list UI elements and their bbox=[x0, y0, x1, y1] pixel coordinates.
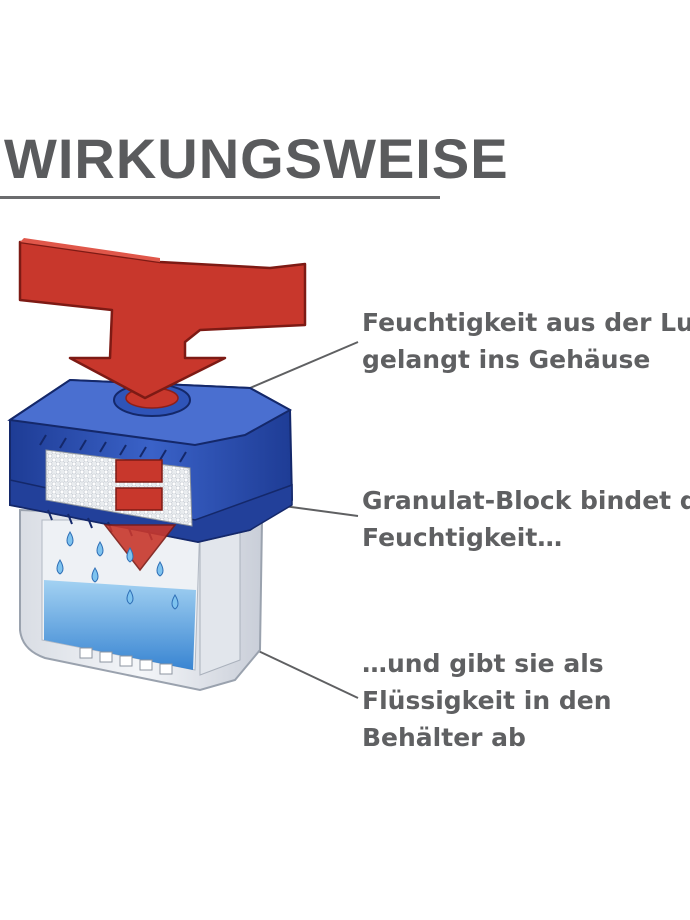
callout-granulate-block: Granulat-Block bindet die Feuchtigkeit… bbox=[362, 482, 690, 556]
callout-line: …und gibt sie als bbox=[362, 649, 604, 678]
title-underline bbox=[0, 196, 440, 199]
callout-line: Feuchtigkeit… bbox=[362, 523, 563, 552]
callout-line: Behälter ab bbox=[362, 723, 526, 752]
leader-line-1 bbox=[249, 341, 359, 389]
callout-line: Flüssigkeit in den bbox=[362, 686, 612, 715]
water-droplet-icon bbox=[56, 531, 179, 610]
water-container bbox=[19, 508, 264, 692]
callout-line: gelangt ins Gehäuse bbox=[362, 345, 651, 374]
callout-air-moisture: Feuchtigkeit aus der Luft gelangt ins Ge… bbox=[362, 304, 690, 378]
callout-line: Feuchtigkeit aus der Luft bbox=[362, 308, 690, 337]
page-title: WIRKUNGSWEISE bbox=[4, 127, 509, 190]
callout-liquid-container: …und gibt sie als Flüssigkeit in den Beh… bbox=[362, 645, 612, 756]
dehumidifier-illustration bbox=[7, 238, 359, 699]
callout-line: Granulat-Block bindet die bbox=[362, 486, 690, 515]
arrow-down-icon bbox=[18, 238, 307, 572]
